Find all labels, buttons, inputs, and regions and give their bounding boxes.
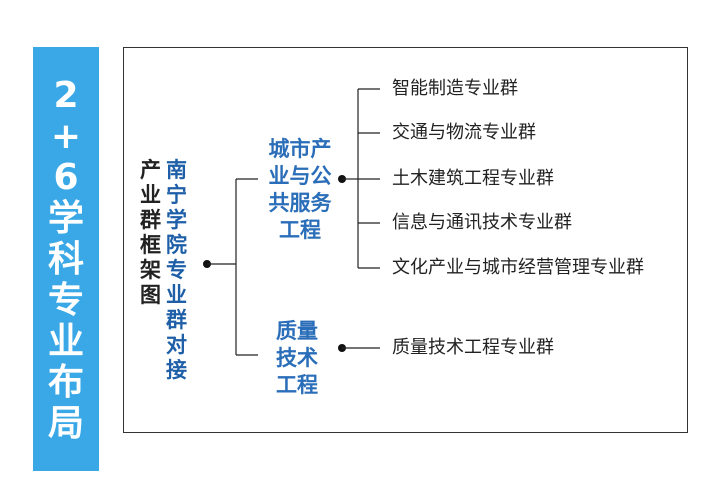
root-title-char: 架 (140, 258, 161, 282)
branch-line: 技术 (276, 346, 318, 370)
side-title-char: + (50, 115, 82, 157)
diagram-frame (123, 47, 688, 433)
root-title-char: 接 (166, 358, 187, 382)
branch-urban-public-service: 城市产 业与公 共服务 工程 (260, 136, 340, 244)
root-title-char: 产 (140, 158, 161, 182)
branch-line: 工程 (276, 373, 318, 397)
root-title-column-2: 南 宁 学 院 专 业 群 对 接 (164, 158, 189, 383)
side-title-char: 6 (53, 156, 79, 198)
branch-line: 共服务 (268, 191, 332, 215)
side-title-char: 局 (47, 402, 84, 444)
leaf-transport-logistics: 交通与物流专业群 (392, 122, 536, 143)
root-title-char: 群 (140, 208, 161, 232)
root-title-column-1: 产 业 群 框 架 图 (138, 158, 163, 308)
branch-line: 工程 (279, 218, 321, 242)
root-title-char: 框 (140, 233, 161, 257)
branch-line: 城市产 (268, 137, 332, 161)
leaf-information-communication: 信息与通讯技术专业群 (392, 212, 572, 233)
side-title-char: 布 (47, 361, 84, 403)
branch-quality-technology: 质量 技术 工程 (262, 318, 332, 399)
root-title-char: 专 (166, 258, 187, 282)
leaf-culture-city-management: 文化产业与城市经营管理专业群 (392, 257, 644, 278)
side-title-banner: 2 + 6 学 科 专 业 布 局 (33, 47, 99, 471)
root-title-char: 宁 (166, 183, 187, 207)
leaf-intelligent-manufacturing: 智能制造专业群 (392, 78, 518, 99)
leaf-quality-technology: 质量技术工程专业群 (392, 337, 554, 358)
root-title-char: 业 (140, 183, 161, 207)
side-title-char: 专 (47, 279, 84, 321)
leaf-civil-engineering: 土木建筑工程专业群 (392, 168, 554, 189)
root-title-char: 图 (140, 283, 161, 307)
root-title-char: 院 (166, 233, 187, 257)
root-title-char: 群 (166, 308, 187, 332)
side-title-char: 2 (53, 74, 79, 116)
side-title-char: 学 (47, 197, 84, 239)
side-title-char: 科 (47, 238, 84, 280)
root-title-char: 学 (166, 208, 187, 232)
side-title-char: 业 (47, 320, 84, 362)
root-title-char: 业 (166, 283, 187, 307)
branch-line: 业与公 (268, 164, 332, 188)
root-title-char: 南 (166, 158, 187, 182)
branch-line: 质量 (276, 319, 318, 343)
root-title-char: 对 (166, 333, 187, 357)
